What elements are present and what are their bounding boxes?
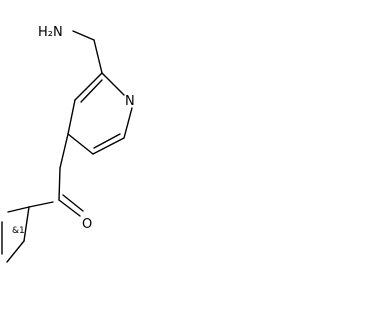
bond-nh2-ch2	[72, 30, 95, 41]
atom-label-ketone-o: O	[82, 217, 92, 232]
bond-c3-c4	[6, 240, 25, 263]
bond-co-o	[58, 199, 81, 217]
bond-co-o-double	[62, 194, 84, 212]
atom-label-h2n: H₂N	[38, 25, 63, 40]
bond-c3-c2-inner	[80, 79, 103, 103]
bond-c5-c4	[67, 133, 94, 155]
bond-c6-c5-inner	[93, 133, 121, 149]
bond-c4-c3	[67, 99, 76, 135]
hashed-wedge-bond	[28, 201, 54, 208]
bond-c3-c2	[74, 72, 103, 101]
bond-n1-c6	[123, 107, 133, 139]
bond-ch2-co	[58, 167, 61, 201]
bond-c2-n	[7, 206, 30, 213]
stereo-label: &1	[12, 226, 25, 236]
bond-ch2-ring	[93, 39, 103, 74]
atom-label-pyridine-n: N	[125, 94, 135, 109]
bond-c4-ch2	[59, 133, 69, 169]
bond-c2-c3	[23, 206, 30, 242]
bond-c6-c5	[92, 137, 125, 155]
bond-c2-n1	[101, 72, 125, 96]
